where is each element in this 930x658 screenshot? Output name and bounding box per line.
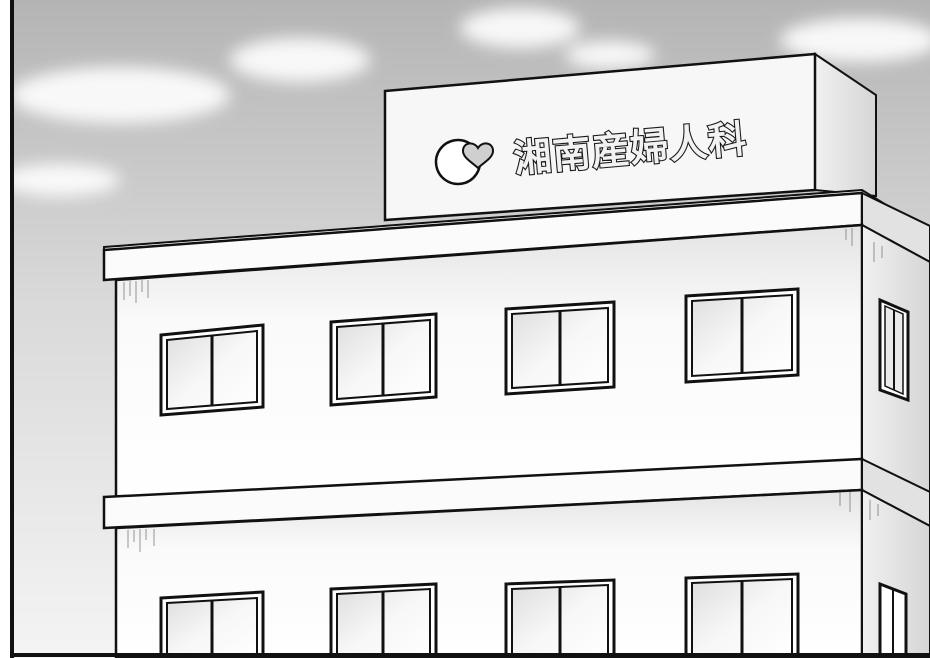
heart-circle-icon [434, 138, 495, 186]
window [159, 590, 265, 658]
panel-gutter [0, 0, 10, 658]
lower-wall-front [114, 488, 864, 658]
window [684, 572, 800, 658]
upper-windows [159, 287, 910, 417]
middle-slab-side [861, 457, 930, 528]
lower-windows [159, 572, 908, 658]
window [684, 287, 800, 384]
window [329, 582, 438, 658]
hatching-upper [123, 228, 883, 303]
window [504, 578, 616, 658]
side-window [878, 581, 908, 658]
side-window [878, 297, 910, 403]
window [504, 300, 616, 396]
roof-slab-side [861, 191, 930, 264]
sign-box-front [383, 52, 817, 222]
clouds [0, 8, 930, 196]
window [159, 323, 265, 417]
window [329, 312, 438, 407]
panel-border [10, 0, 930, 658]
hatching-lower [127, 492, 879, 552]
